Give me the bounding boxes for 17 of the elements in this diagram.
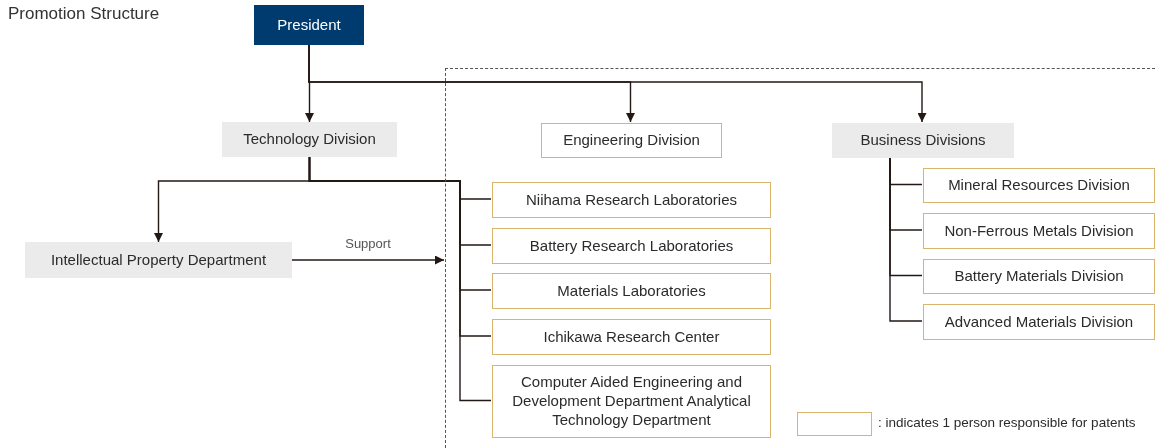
unit-box: Non-Ferrous Metals Division (923, 213, 1155, 249)
unit-box: Mineral Resources Division (923, 168, 1155, 203)
unit-box: Engineering Division (541, 123, 722, 158)
unit-box: Computer Aided Engineering and Development Department Analytical Technology Department (492, 365, 771, 438)
unit-box: Battery Research Laboratories (492, 228, 771, 264)
unit-box: Ichikawa Research Center (492, 319, 771, 355)
dashed-region (445, 68, 1155, 448)
unit-box: Niihama Research Laboratories (492, 182, 771, 218)
unit-box: Materials Laboratories (492, 273, 771, 309)
unit-box: Advanced Materials Division (923, 304, 1155, 340)
unit-box: Battery Materials Division (923, 259, 1155, 294)
leader-box: President (254, 5, 364, 45)
title: Promotion Structure (8, 4, 160, 24)
division-box: Intellectual Property Department (25, 242, 292, 278)
legend-text: : indicates 1 person responsible for patents (878, 415, 1136, 430)
division-box: Business Divisions (832, 123, 1014, 158)
division-box: Technology Division (222, 122, 397, 157)
